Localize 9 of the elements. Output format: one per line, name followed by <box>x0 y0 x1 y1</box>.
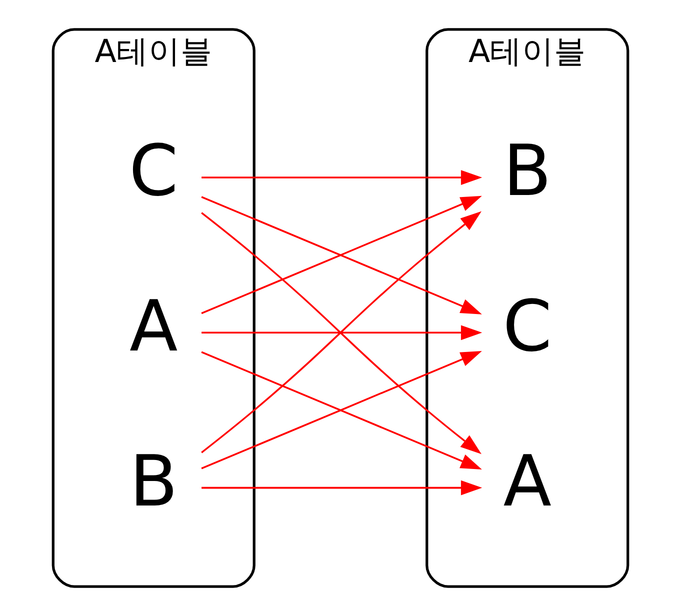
arrow <box>201 480 482 496</box>
arrow <box>201 170 482 185</box>
arrow <box>201 325 482 340</box>
node-text: A <box>502 440 551 522</box>
node-text: C <box>128 130 178 212</box>
node-text: A <box>129 285 178 368</box>
node-text: C <box>502 285 552 368</box>
node-text: B <box>128 440 178 522</box>
node-text: B <box>502 130 552 212</box>
